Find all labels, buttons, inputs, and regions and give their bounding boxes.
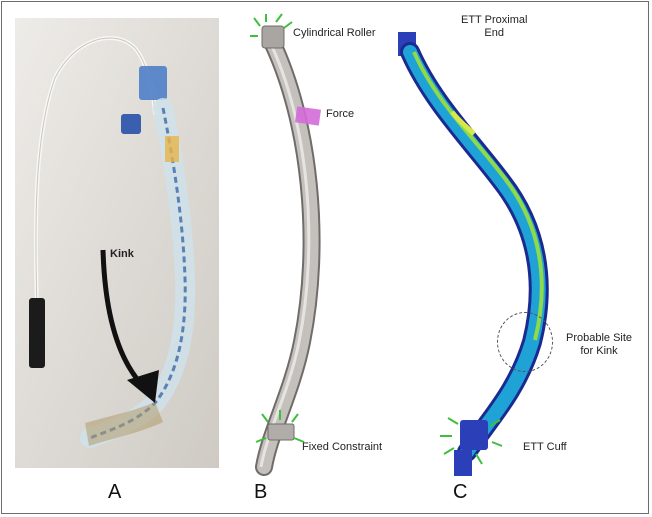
ett-proximal-end-line2: End <box>484 27 504 39</box>
panel-b-letter: B <box>254 481 268 503</box>
probable-kink-site-marker <box>497 312 553 372</box>
kink-label: Kink <box>110 248 134 260</box>
ett-cuff-label: ETT Cuff <box>523 441 567 453</box>
fea-stress-result <box>392 12 572 482</box>
probable-site-label: Probable Site for Kink <box>566 332 632 358</box>
panel-a-letter: A <box>108 481 122 503</box>
ett-proximal-end-line1: ETT Proximal <box>461 14 528 26</box>
force-label: Force <box>326 108 355 120</box>
cylindrical-roller-label: Cylindrical Roller <box>293 27 376 39</box>
fea-setup-model <box>230 12 380 482</box>
ett-proximal-end-label: ETT Proximal End <box>461 14 527 40</box>
probable-site-line1: Probable Site <box>566 332 633 344</box>
fixed-constraint-label: Fixed Constraint <box>302 441 383 453</box>
probable-site-line2: for Kink <box>580 345 618 357</box>
panel-c-letter: C <box>453 481 468 503</box>
tube-photograph <box>15 18 219 468</box>
